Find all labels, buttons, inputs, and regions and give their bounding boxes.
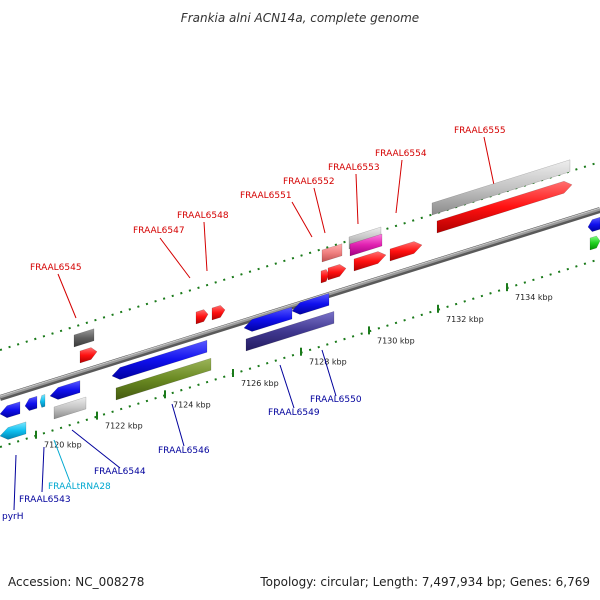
gene-feature[interactable] <box>436 180 573 234</box>
label-leader-line <box>57 273 77 319</box>
gene-feature[interactable] <box>245 311 335 352</box>
label-leader-line <box>203 221 208 272</box>
gene-feature[interactable] <box>327 264 347 281</box>
label-leader-line <box>483 136 495 186</box>
label-leader-line <box>159 237 191 279</box>
gene-feature[interactable] <box>431 159 571 216</box>
label-leader-line <box>171 403 185 447</box>
scale-tick-label: 7126 kbp <box>241 379 279 388</box>
label-leader-line <box>279 364 295 409</box>
map-title: Frankia alni ACN14a, complete genome <box>181 11 419 25</box>
gene-labels: FRAAL6545 FRAAL6547 FRAAL6548 FRAAL6551 … <box>2 126 506 522</box>
label-leader-line <box>41 446 45 493</box>
gene-feature[interactable] <box>321 243 343 263</box>
gene-label-fraal6547[interactable]: FRAAL6547 <box>133 226 185 236</box>
scale-tick-label: 7132 kbp <box>446 315 484 324</box>
gene-feature[interactable] <box>49 380 81 400</box>
gene-feature[interactable] <box>587 216 600 232</box>
scale-tick-label: 7122 kbp <box>105 422 143 431</box>
gene-label-pyrh[interactable]: pyrH <box>2 512 24 522</box>
gene-feature[interactable] <box>73 328 95 348</box>
label-leader-line <box>395 159 403 214</box>
scale-tick-label: 7134 kbp <box>515 293 553 302</box>
scale-tick-label: 7120 kbp <box>44 441 82 450</box>
reverse-strand-guide <box>0 258 600 448</box>
label-leader-line <box>53 439 71 483</box>
gene-label-fraal6553[interactable]: FRAAL6553 <box>328 163 380 173</box>
gene-label-fraal6544[interactable]: FRAAL6544 <box>94 467 146 477</box>
accession-text: Accession: NC_008278 <box>8 575 144 589</box>
gene-features <box>0 159 600 440</box>
gene-feature[interactable] <box>389 241 423 262</box>
gene-label-fraal6548[interactable]: FRAAL6548 <box>177 211 229 221</box>
gene-feature[interactable] <box>111 339 208 380</box>
gene-label-fraal6555[interactable]: FRAAL6555 <box>454 126 506 136</box>
gene-feature[interactable] <box>53 396 87 420</box>
label-leader-line <box>313 187 326 234</box>
gene-feature[interactable] <box>39 394 46 408</box>
gene-feature[interactable] <box>320 269 330 284</box>
gene-label-fraaltrna28[interactable]: FRAALtRNA28 <box>48 482 111 492</box>
gene-feature[interactable] <box>79 347 98 364</box>
gene-feature[interactable] <box>291 293 330 315</box>
label-leader-lines <box>13 136 495 511</box>
gene-feature[interactable] <box>349 233 383 257</box>
gene-label-fraal6552[interactable]: FRAAL6552 <box>283 177 335 187</box>
genome-summary-text: Topology: circular; Length: 7,497,934 bp… <box>259 575 590 589</box>
gene-label-fraal6546[interactable]: FRAAL6546 <box>158 446 210 456</box>
label-leader-line <box>321 349 337 397</box>
label-leader-line <box>13 454 17 511</box>
gene-feature[interactable] <box>589 235 600 251</box>
scale-tick-label: 7128 kbp <box>309 358 347 367</box>
label-leader-line <box>355 173 359 225</box>
gene-feature[interactable] <box>0 401 21 419</box>
gene-label-fraal6545[interactable]: FRAAL6545 <box>30 263 82 273</box>
label-leader-line <box>71 429 121 469</box>
scale-tick-label: 7124 kbp <box>173 400 211 409</box>
gene-feature[interactable] <box>195 309 209 325</box>
gene-label-fraal6554[interactable]: FRAAL6554 <box>375 149 427 159</box>
gene-feature[interactable] <box>211 305 226 321</box>
gene-label-fraal6543[interactable]: FRAAL6543 <box>19 495 71 505</box>
gene-feature[interactable] <box>24 395 38 411</box>
scale-tick-label: 7130 kbp <box>377 336 415 345</box>
gene-label-fraal6551[interactable]: FRAAL6551 <box>240 191 292 201</box>
gene-feature[interactable] <box>353 251 387 272</box>
gene-label-fraal6549[interactable]: FRAAL6549 <box>268 408 320 418</box>
gene-label-fraal6550[interactable]: FRAAL6550 <box>310 395 362 405</box>
label-leader-line <box>291 201 313 238</box>
gene-feature[interactable] <box>0 421 27 440</box>
gene-feature[interactable] <box>115 357 212 401</box>
scale-ticks: 7120 kbp 7122 kbp 7124 kbp 7126 kbp 7128 kbp… <box>35 283 553 450</box>
gene-feature[interactable] <box>243 306 293 332</box>
